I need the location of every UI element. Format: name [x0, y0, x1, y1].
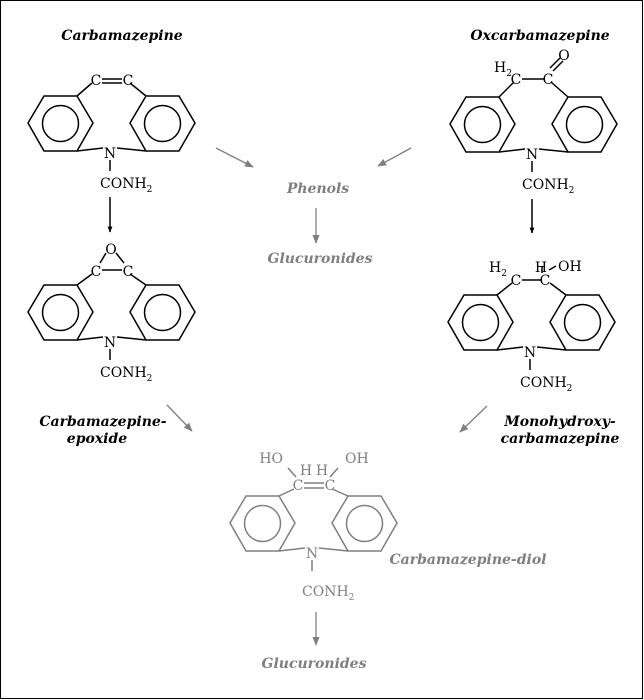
epoxide-label-line2: epoxide — [67, 431, 127, 447]
epoxide-structure — [27, 252, 196, 360]
oxcarbamazepine-label: Oxcarbamazepine — [470, 28, 609, 44]
monohydroxy-label-line2: carbamazepine — [501, 431, 620, 447]
arrow-oxcarbamazepine-to-phenols — [377, 147, 412, 167]
carbamazepine-n: N — [104, 146, 116, 162]
oxcarbamazepine-c1: C — [511, 72, 522, 88]
epoxide-c1: C — [91, 264, 102, 280]
monohydroxy-n: N — [524, 345, 536, 361]
oxcarbamazepine-oxygen: O — [558, 48, 569, 64]
arrow-epoxide-to-diol — [166, 404, 193, 432]
epoxide-oxygen: O — [105, 242, 116, 258]
oxcarbamazepine-amide: CONH2 — [522, 177, 574, 196]
monohydroxy-h: H — [535, 260, 547, 276]
oxcarbamazepine-structure — [449, 57, 618, 172]
carbamazepine-c2: C — [123, 73, 134, 89]
monohydroxy-h2: H2 — [489, 260, 507, 279]
diol-h-right: H — [316, 463, 328, 479]
oxcarbamazepine-c2: C — [543, 72, 554, 88]
carbamazepine-label: Carbamazepine — [61, 28, 182, 44]
diol-structure — [229, 467, 398, 571]
diol-h-left: H — [300, 463, 312, 479]
diol-ho-left: HO — [259, 451, 283, 467]
glucuronides-bottom-label: Glucuronides — [262, 656, 367, 672]
diol-n: N — [306, 546, 318, 562]
epoxide-c2: C — [123, 264, 134, 280]
carbamazepine-c1: C — [91, 73, 102, 89]
monohydroxy-oh: OH — [558, 259, 582, 275]
epoxide-label-line1: Carbamazepine- — [39, 414, 166, 430]
diol-c1: C — [293, 478, 304, 494]
phenols-label: Phenols — [286, 181, 349, 197]
diol-c2: C — [325, 478, 336, 494]
epoxide-amide: CONH2 — [100, 365, 152, 384]
monohydroxy-c2: C — [540, 273, 551, 289]
diol-amide: CONH2 — [302, 584, 354, 603]
epoxide-n: N — [104, 335, 116, 351]
carbamazepine-amide: CONH2 — [100, 176, 152, 195]
monohydroxy-c1: C — [511, 273, 522, 289]
carbamazepine-structure — [27, 78, 196, 171]
oxcarbamazepine-h2: H2 — [494, 60, 512, 79]
diol-oh-right: OH — [345, 451, 369, 467]
diol-label: Carbamazepine-diol — [390, 552, 547, 568]
monohydroxy-structure — [447, 265, 616, 370]
monohydroxy-amide: CONH2 — [520, 375, 572, 394]
glucuronides-top-label: Glucuronides — [268, 251, 373, 267]
arrow-carbamazepine-to-phenols — [215, 147, 254, 168]
oxcarbamazepine-n: N — [526, 147, 538, 163]
monohydroxy-label-line1: Monohydroxy- — [503, 414, 616, 430]
arrow-monohydroxy-to-diol — [459, 405, 488, 433]
